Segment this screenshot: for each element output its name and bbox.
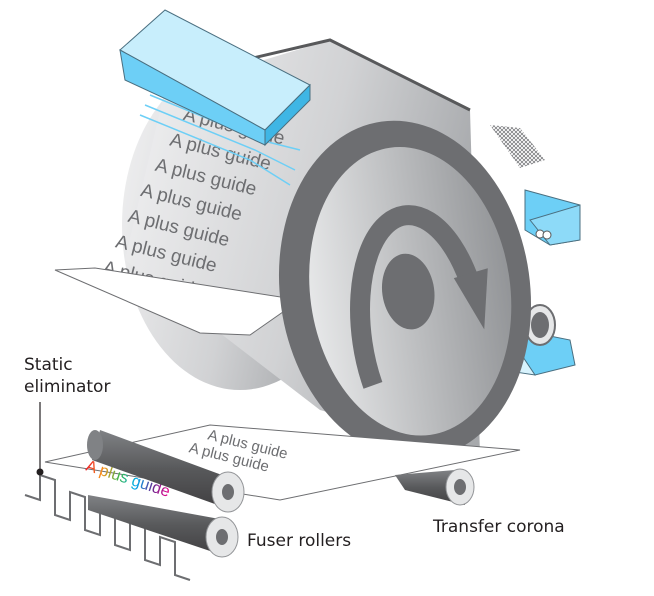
fuser-rollers: A plus guide <box>84 430 245 558</box>
laser-unit <box>119 9 311 147</box>
toner-cartridge <box>524 189 581 246</box>
static-eliminator-label: Static <box>24 355 73 375</box>
drum-front-face <box>278 120 532 460</box>
fuser-rollers-label: Fuser rollers <box>247 531 351 551</box>
paper-sheet-top <box>54 267 302 336</box>
transfer-corona-label: Transfer corona <box>432 517 565 537</box>
corona-grid <box>490 125 545 168</box>
leader-dot <box>36 468 44 476</box>
drum-axle <box>381 253 435 330</box>
static-eliminator-label: eliminator <box>24 377 110 397</box>
transfer-corona-roller <box>395 468 475 506</box>
rotation-arrow-icon <box>350 205 479 389</box>
